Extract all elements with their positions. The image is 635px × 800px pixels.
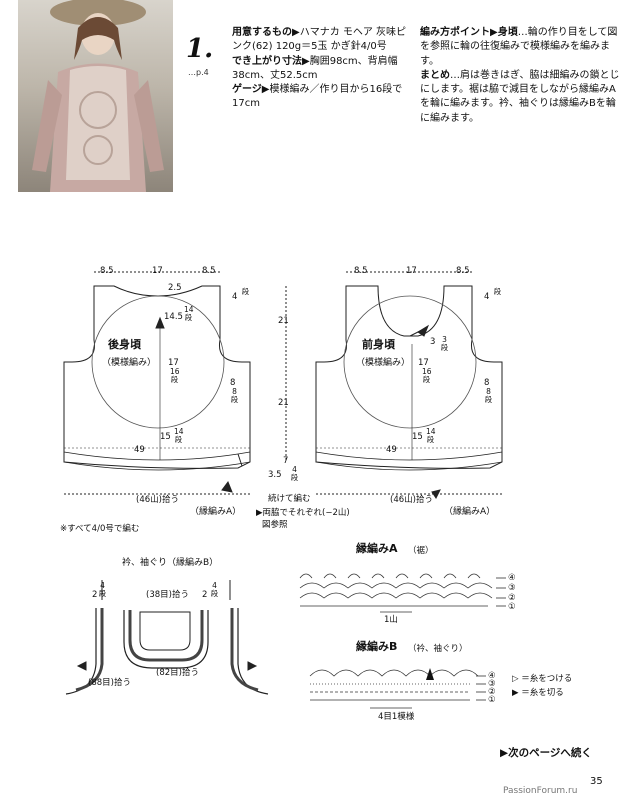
page-number: 35 (590, 776, 603, 787)
edge-b-row-1: ① (488, 695, 496, 705)
front-bottom-center-rows: 14段 (426, 427, 436, 444)
needle-note: ※すべて4/0号で編む (60, 524, 140, 534)
front-neck-step: 3 (430, 337, 436, 347)
front-neck-step-rows: 3段 (440, 335, 449, 352)
edge-b-row-4: ④ (488, 671, 496, 681)
materials-heading: 用意するもの▶ (232, 27, 300, 38)
next-page-note: ▶次のページへ続く (500, 747, 592, 759)
legend-cut: ▶ ＝糸を切る (512, 688, 564, 698)
between-dim-7: 7 (283, 456, 289, 466)
edge-b-title: 縁編みB (356, 640, 398, 653)
back-height-lower: 21 (278, 398, 289, 408)
between-dim-3-5: 3.5 (268, 470, 282, 480)
back-dim-left: 8.5 (100, 266, 114, 276)
back-center-down: 17 (168, 358, 179, 368)
back-center-up: 14.5 (164, 312, 183, 322)
front-center-down-rows: 16段 (422, 367, 432, 384)
edge-b-sub: （衿、袖ぐり） (408, 644, 468, 654)
finish-heading: まとめ (420, 69, 450, 81)
front-shoulder: 4 (484, 292, 490, 302)
back-center-up-rows: 14段 (184, 305, 194, 322)
front-bottom-center: 15 (412, 432, 423, 442)
back-armhole-rows: 8段 (230, 387, 239, 404)
back-dim-right: 8.5 (202, 266, 216, 276)
instructions-text: …輪の作り目をして図を参照に輪の往復編みで模様編みを編みます。 (420, 27, 618, 67)
collar-front-pickup: (82目)拾う (156, 668, 199, 678)
back-subtitle: （模様編み） (102, 358, 157, 368)
front-title: 前身頃 (362, 338, 395, 351)
front-body-outline (315, 285, 503, 469)
collar-left-rows-unit: 4段 (98, 581, 107, 598)
back-width: 49 (134, 445, 145, 455)
front-border-label: （縁編みA） (444, 507, 496, 517)
edge-a-title: 縁編みA (356, 542, 398, 555)
edge-b-repeat: 4目1模様 (378, 712, 415, 722)
watermark: PassionForum.ru (503, 786, 578, 796)
front-armhole: 8 (484, 378, 490, 388)
front-center-down: 17 (418, 358, 429, 368)
collar-left-rows: 2 (92, 590, 98, 600)
front-dim-center: 17 (406, 266, 417, 276)
back-title: 後身頃 (108, 338, 141, 351)
front-shoulder-rows: 段 (493, 287, 502, 296)
front-width: 49 (386, 445, 397, 455)
back-pickup: (46山)拾う (136, 495, 179, 505)
size-text: 胸囲98cm、背肩幅38cm、丈52.5cm (232, 55, 398, 81)
see-figure-note: 図参照 (262, 520, 288, 530)
materials-text: ハマナカ モヘア 灰味ピンク(62) 120g＝5玉 かぎ針4/0号 (232, 27, 407, 53)
back-dim-center: 17 (152, 266, 163, 276)
collar-neck-pickup: (38目)拾う (146, 590, 189, 600)
collar-right-rows-unit: 4段 (210, 581, 219, 598)
instructions-column: 編み方ポイント▶身頃…輪の作り目をして図を参照に輪の往復編みで模様編みを編みます… (420, 26, 620, 126)
back-border-label: （縁編みA） (190, 507, 242, 517)
back-bottom-center: 15 (160, 432, 171, 442)
back-shoulder-rows: 段 (241, 287, 250, 296)
collar-right-rows: 2 (202, 590, 208, 600)
back-armhole: 8 (230, 378, 236, 388)
edge-a-repeat: 1山 (384, 615, 398, 625)
finish-text: …肩は巻きはぎ、脇は細編みの鎖とじにします。裾は脇で減目をしながら縁編みAを輪に… (420, 69, 620, 124)
collar-title: 衿、袖ぐり（縁編みB） (122, 558, 219, 568)
model-photo (18, 0, 173, 192)
front-armhole-rows: 8段 (484, 387, 493, 404)
back-height-upper: 21 (278, 316, 289, 326)
edge-a-row-4: ④ (508, 573, 516, 583)
back-shoulder: 4 (232, 292, 238, 302)
gauge-text: 模様編み／作り目から16段で17cm (232, 84, 403, 110)
materials-column: 用意するもの▶ハマナカ モヘア 灰味ピンク(62) 120g＝5玉 かぎ針4/0… (232, 26, 412, 112)
edge-a-row-2: ② (508, 593, 516, 603)
pattern-number: 1. (186, 34, 214, 64)
front-pickup: (46山)拾う (390, 495, 433, 505)
gauge-heading: ゲージ▶ (232, 84, 270, 96)
size-heading: でき上がり寸法▶ (232, 55, 310, 67)
back-center-down-rows: 16段 (170, 367, 180, 384)
page-reference: …p.4 (188, 68, 209, 77)
front-dim-right: 8.5 (456, 266, 470, 276)
collar-left-arm (65, 608, 97, 695)
back-bottom-center-rows: 14段 (174, 427, 184, 444)
legend-attach: ▷ ＝糸をつける (512, 674, 573, 684)
continue-note: 続けて編む (268, 494, 311, 504)
front-dim-left: 8.5 (354, 266, 368, 276)
collar-arm-pickup: (88目)拾う (88, 678, 131, 688)
edge-a-sub: （裾） (408, 546, 434, 556)
edge-b-row-3: ③ (488, 679, 496, 689)
edge-b-row-2: ② (488, 687, 496, 697)
front-subtitle: （模様編み） (356, 358, 411, 368)
collar-right-arm (237, 608, 269, 695)
instructions-heading: 編み方ポイント▶身頃 (420, 27, 518, 38)
back-neck-depth: 2.5 (168, 283, 182, 293)
edge-a-row-1: ① (508, 602, 516, 612)
edge-a-row-3: ③ (508, 583, 516, 593)
decrease-note: ▶両脇でそれぞれ(−2山) (256, 508, 350, 518)
between-dim-rows: 4段 (290, 465, 299, 482)
